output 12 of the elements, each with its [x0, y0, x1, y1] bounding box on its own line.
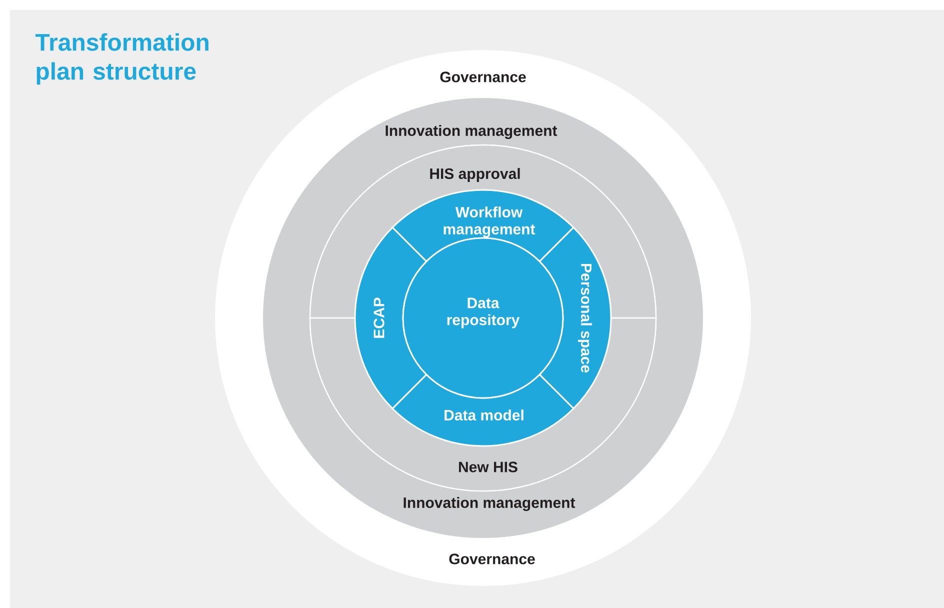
ring-label: HIS approval [430, 168, 520, 182]
ring-label: Innovation management [386, 124, 558, 140]
ring-label: Data repository [447, 298, 520, 328]
ring-label: ECAP [374, 298, 384, 338]
ring-label: Innovation management [404, 496, 576, 512]
ring-label: Personal space [578, 264, 592, 372]
ring-label: Data model [444, 410, 524, 420]
ring-label: Governance [449, 554, 535, 564]
ring-label: New HIS [459, 462, 518, 472]
title: Transformation plan structure [35, 33, 208, 85]
ring-label: Governance [440, 72, 526, 82]
ring-label: Workflow management [444, 206, 536, 238]
